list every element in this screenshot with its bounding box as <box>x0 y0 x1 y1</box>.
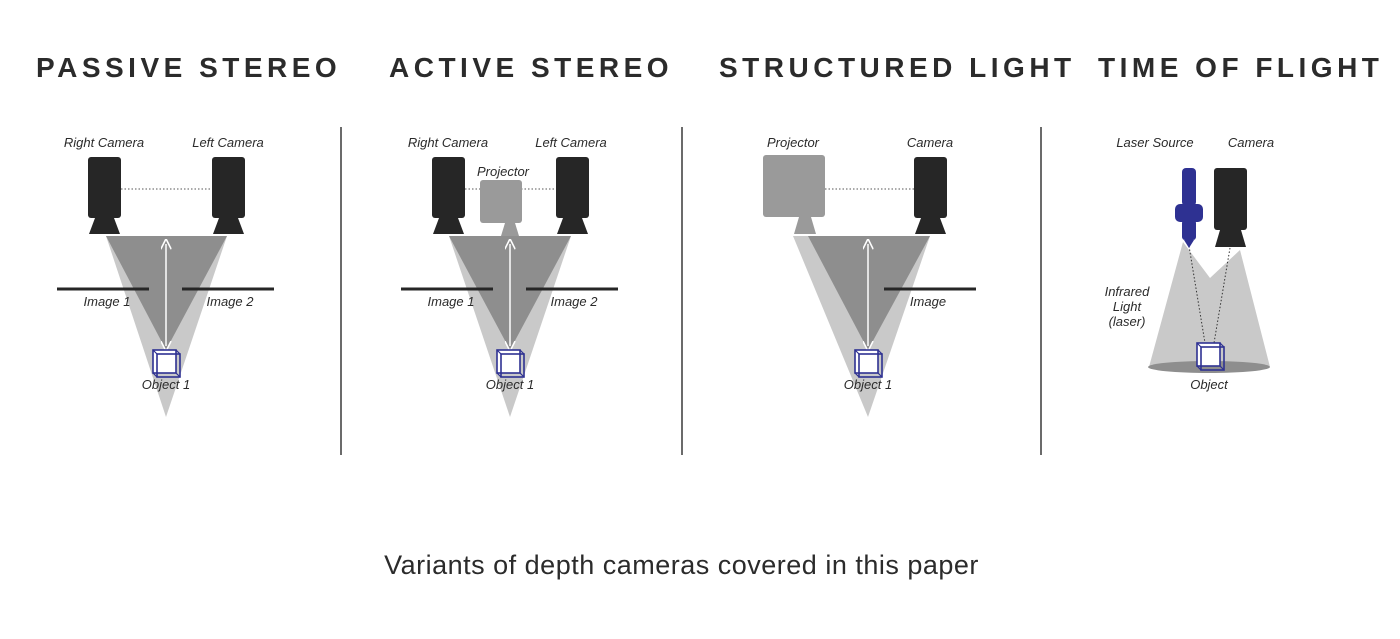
camera-icon <box>914 157 947 234</box>
infrared-label-line-2: Light <box>1113 299 1143 314</box>
section-divider <box>681 127 683 455</box>
right-camera-label: Right Camera <box>408 135 488 150</box>
time-of-flight-title: TIME OF FLIGHT <box>1098 52 1384 83</box>
right-camera-icon <box>432 157 465 234</box>
cube-object-icon <box>496 349 525 378</box>
object-label: Object 1 <box>142 377 190 392</box>
section-divider <box>340 127 342 455</box>
camera-label: Camera <box>907 135 953 150</box>
image-1-label: Image 1 <box>84 294 131 309</box>
structured-light-title: STRUCTURED LIGHT <box>719 52 1076 83</box>
infrared-light-cone <box>1149 242 1270 367</box>
left-camera-label: Left Camera <box>192 135 264 150</box>
structured-light-diagram: Projector Camera Image Object 1 <box>763 135 976 417</box>
left-camera-icon <box>556 157 589 234</box>
object-label: Object 1 <box>844 377 892 392</box>
image-label: Image <box>910 294 946 309</box>
passive-stereo-diagram: Right Camera Left Camera Image 1 Image 2… <box>57 135 274 417</box>
object-label: Object 1 <box>486 377 534 392</box>
right-camera-icon <box>88 157 121 234</box>
image-2-label: Image 2 <box>551 294 599 309</box>
infrared-label-line-3: (laser) <box>1109 314 1146 329</box>
camera-icon <box>1214 168 1247 247</box>
cube-object-icon <box>854 349 883 378</box>
object-surface <box>1148 361 1270 373</box>
section-divider <box>1040 127 1042 455</box>
projector-label: Projector <box>767 135 820 150</box>
passive-stereo-title: PASSIVE STEREO <box>36 52 342 83</box>
image-2-label: Image 2 <box>207 294 255 309</box>
laser-source-label: Laser Source <box>1116 135 1193 150</box>
active-stereo-diagram: Right Camera Left Camera Projector Image… <box>401 135 618 417</box>
object-label: Object <box>1190 377 1229 392</box>
camera-label: Camera <box>1228 135 1274 150</box>
left-camera-label: Left Camera <box>535 135 607 150</box>
cube-object-icon <box>152 349 181 378</box>
emitted-ray <box>1188 245 1206 344</box>
infrared-label-line-1: Infrared <box>1105 284 1151 299</box>
projector-icon <box>763 155 825 234</box>
time-of-flight-diagram: Laser Source Camera Infrared Light (lase… <box>1105 135 1275 392</box>
image-1-label: Image 1 <box>428 294 475 309</box>
projector-label: Projector <box>477 164 530 179</box>
active-stereo-title: ACTIVE STEREO <box>389 52 674 83</box>
left-camera-icon <box>212 157 245 234</box>
projector-icon <box>480 180 522 236</box>
figure-caption: Variants of depth cameras covered in thi… <box>384 550 979 580</box>
laser-source-icon <box>1175 168 1203 248</box>
right-camera-label: Right Camera <box>64 135 144 150</box>
cube-object-icon <box>1196 342 1225 371</box>
